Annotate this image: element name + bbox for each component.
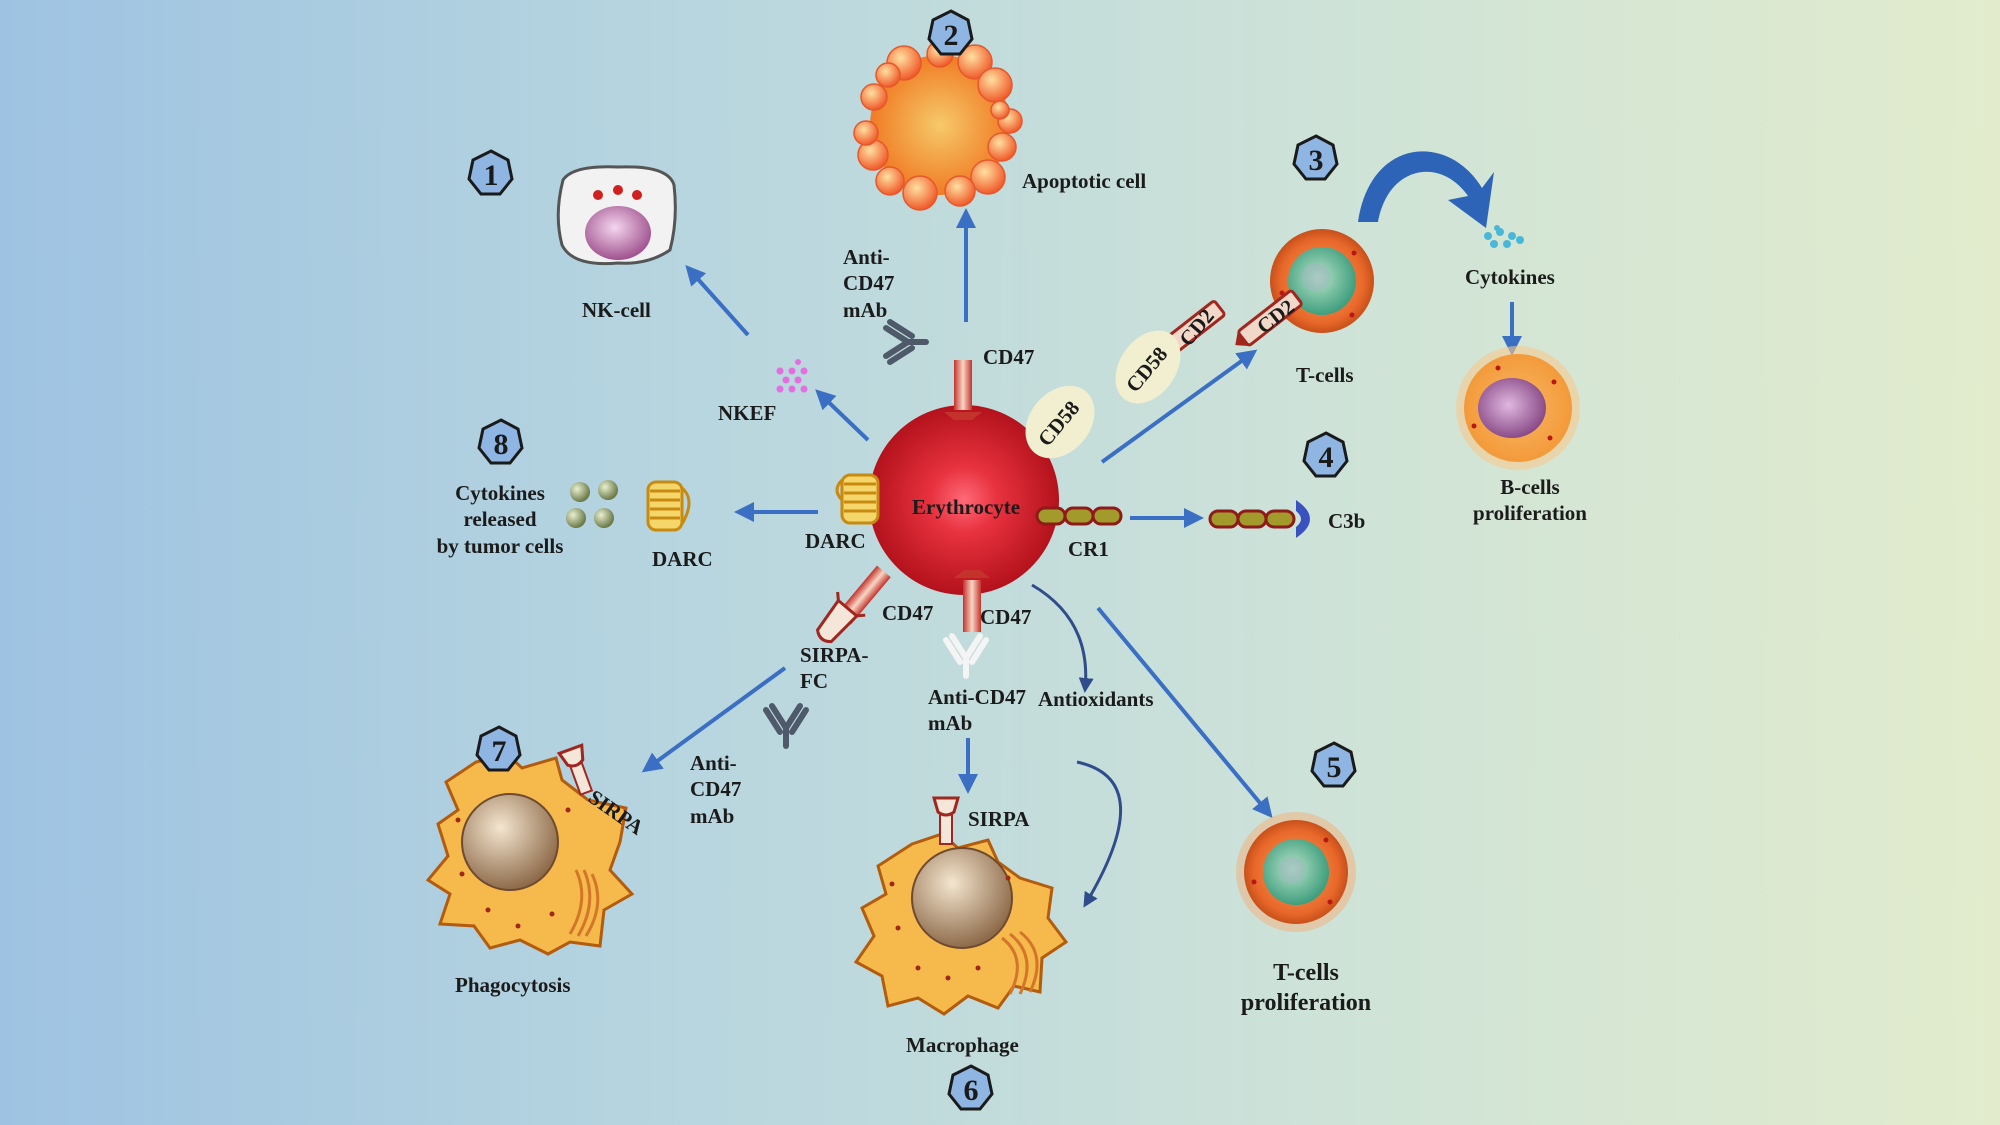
step-badge-8 (477, 418, 524, 465)
step-number-7: 7 (492, 735, 507, 768)
sirpa-bottom-label: SIRPA (968, 807, 1030, 831)
sirpa-bottom-receptor (932, 796, 960, 845)
arrow-antioxidants (1031, 583, 1094, 693)
apoptotic-cell (853, 40, 1023, 211)
darc-left-label: DARC (652, 547, 713, 571)
cd47-top-label: CD47 (983, 345, 1035, 369)
arrow-to-macrophage-curved (1076, 760, 1123, 908)
cd47-bottom-label: CD47 (980, 605, 1032, 629)
step-number-4: 4 (1319, 441, 1334, 474)
tumor-cytokine-beads (566, 480, 618, 528)
nkef-label: NKEF (718, 401, 777, 425)
macrophage-bottom (853, 832, 1069, 1016)
anti-cd47-bottom-label: Anti-CD47 mAb (928, 685, 1026, 736)
arrow-to-nk-cell (685, 265, 750, 337)
sirpa-fc-molecule (815, 591, 866, 644)
antioxidants-label: Antioxidants (1038, 687, 1154, 711)
nkef-dots (776, 359, 808, 393)
step-badge-7 (475, 725, 522, 772)
sirpa-left-receptor (556, 743, 594, 796)
darc-receptor-rbc (835, 473, 880, 525)
step-badge-6 (947, 1064, 994, 1111)
antibody-bottom-white (943, 633, 989, 679)
apoptotic-cell-label: Apoptotic cell (1022, 169, 1147, 193)
anti-cd47-left-label: Anti- CD47 mAb (690, 751, 742, 828)
step-number-6: 6 (964, 1074, 979, 1107)
arrow-to-t-cells-prolif (1096, 606, 1273, 819)
cytokines-tumor-label: Cytokines released by tumor cells (436, 481, 564, 558)
step-number-3: 3 (1309, 144, 1324, 177)
c3b-chain (1208, 509, 1296, 529)
step-number-1: 1 (484, 159, 499, 192)
cytokines-right-label: Cytokines (1465, 265, 1555, 289)
t-cells-proliferation-label: T-cells proliferation (1240, 960, 1372, 1016)
step-number-2: 2 (944, 19, 959, 52)
arrow-to-t-cells (1100, 349, 1258, 464)
apoptotic-blebs (853, 40, 1023, 211)
cd2-receptor (1235, 289, 1303, 347)
cd47-receptor-top (944, 360, 982, 420)
step-badge-5 (1310, 741, 1357, 788)
sirpa-fc-label: SIRPA- FC (800, 643, 869, 694)
cytokine-dots-right (1484, 225, 1524, 248)
macrophage-label: Macrophage (906, 1033, 1019, 1057)
step-badge-4 (1302, 431, 1349, 478)
curved-arrow-cytokines (1358, 151, 1494, 228)
antibody-top (883, 319, 929, 365)
antibody-left (763, 703, 809, 749)
nk-cell (556, 165, 677, 266)
t-cell-proliferation (1236, 812, 1356, 932)
cr1-label: CR1 (1068, 537, 1109, 561)
cd47-left-label: CD47 (882, 601, 934, 625)
macrophage-left (425, 753, 635, 956)
step-badge-3 (1292, 134, 1339, 181)
b-cell (1456, 346, 1580, 470)
step-number-5: 5 (1327, 751, 1342, 784)
darc-rbc-label: DARC (805, 529, 866, 553)
b-cells-label: B-cells proliferation (1473, 475, 1587, 526)
step-badge-2 (927, 9, 974, 56)
phagocytosis-label: Phagocytosis (455, 973, 571, 997)
c3b-molecule (1296, 499, 1310, 539)
erythrocyte-cell (869, 405, 1059, 595)
darc-receptor-left (646, 480, 691, 532)
cr1-chain (1035, 506, 1123, 526)
arrows (641, 208, 1522, 819)
anti-cd47-top-label: Anti- CD47 mAb (843, 245, 895, 322)
t-cells-label: T-cells (1296, 363, 1354, 387)
erythrocyte-label: Erythrocyte (912, 495, 1021, 519)
step-number-8: 8 (494, 428, 509, 461)
cd58-on-rbc-ellipse (1025, 385, 1095, 459)
arrow-to-phagocytosis (641, 666, 787, 773)
nk-cell-label: NK-cell (582, 298, 651, 322)
c3b-label: C3b (1328, 509, 1366, 533)
cd58-free-ellipse (1115, 330, 1181, 404)
step-badges (467, 9, 1357, 1111)
cd47-receptor-bottom (954, 570, 990, 632)
step-badge-1 (467, 149, 514, 196)
arrow-to-nkef (815, 389, 870, 442)
